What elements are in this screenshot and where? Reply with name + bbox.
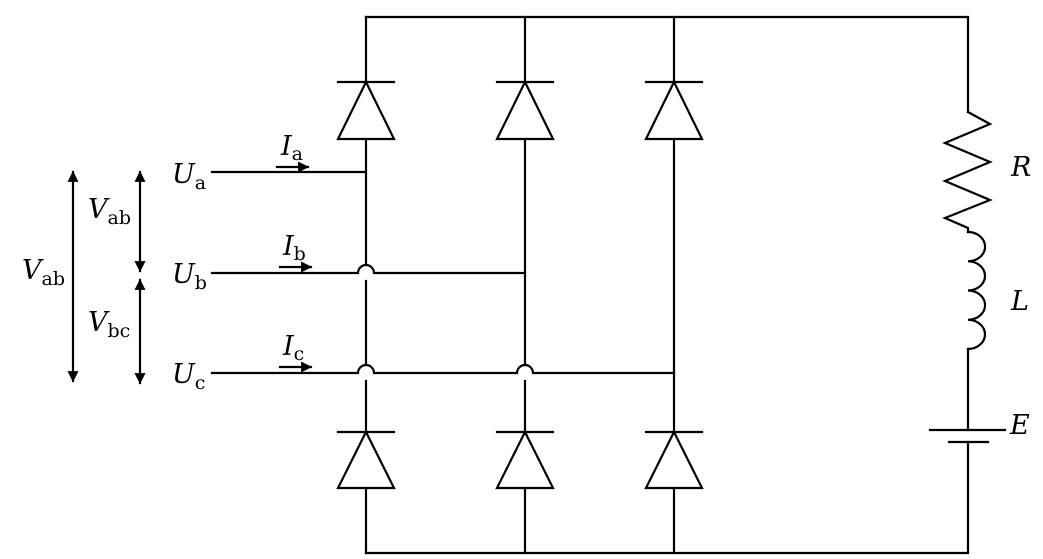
svg-text:Ic: Ic [282, 331, 304, 365]
label-vbc: Vbc [88, 307, 130, 342]
phase-b-wire [210, 263, 527, 275]
diode-upper-b [495, 79, 555, 141]
label-ua: Ua [172, 159, 206, 194]
svg-text:Ib: Ib [282, 231, 306, 265]
label-r: R [1010, 152, 1031, 183]
label-ic: Ic [282, 331, 304, 365]
label-ib: Ib [282, 231, 306, 265]
label-ub: Ub [172, 259, 207, 294]
svg-text:Vbc: Vbc [88, 307, 130, 342]
svg-text:Vab: Vab [22, 255, 65, 290]
label-l: L [1010, 286, 1029, 317]
label-ia: Ia [280, 131, 303, 165]
diode-upper-a [336, 79, 396, 141]
svg-text:Ia: Ia [280, 131, 303, 165]
svg-text:Ub: Ub [172, 259, 207, 294]
label-vab-inner: Vab [88, 194, 131, 229]
svg-text:Uc: Uc [172, 359, 205, 394]
phase-c-wire [210, 363, 676, 375]
resistor [942, 110, 993, 234]
battery [928, 428, 1007, 444]
diode-lower-c [644, 429, 704, 490]
label-uc: Uc [172, 359, 205, 394]
inductor [966, 230, 987, 351]
diode-lower-a [336, 429, 396, 490]
label-vab-outer: Vab [22, 255, 65, 290]
diode-lower-b [495, 429, 555, 490]
label-e: E [1009, 410, 1030, 441]
top-rail [364, 15, 970, 114]
svg-text:Vab: Vab [88, 194, 131, 229]
bottom-rail [364, 440, 970, 555]
svg-text:Ua: Ua [172, 159, 206, 194]
diode-upper-c [644, 79, 704, 141]
